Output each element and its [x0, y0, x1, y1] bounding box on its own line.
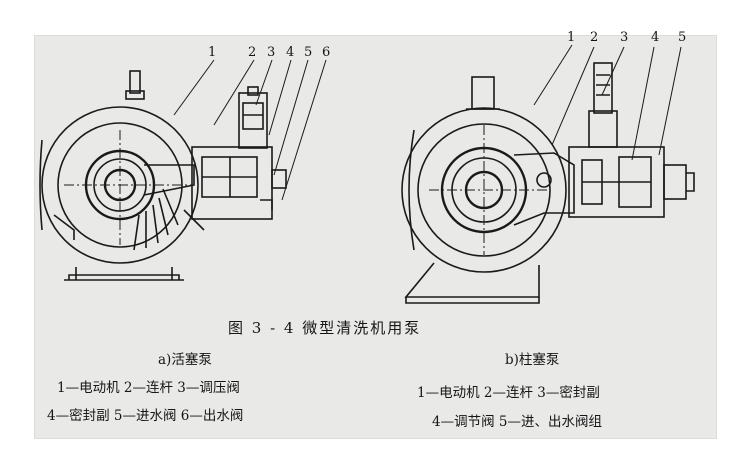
subtitle-plunger-pump: b)柱塞泵 [505, 352, 560, 368]
pump-drawings [39, 44, 695, 304]
callout-left-4: 4 [286, 45, 295, 60]
callout-right-2: 2 [590, 30, 599, 45]
plunger-pump-drawing [401, 44, 695, 304]
legend-right-line2: 4—调节阀 5—进、出水阀组 [432, 414, 602, 430]
callout-left-2: 2 [248, 45, 257, 60]
subtitle-piston-pump: a)活塞泵 [158, 352, 212, 368]
callout-left-5: 5 [304, 45, 313, 60]
callout-right-1: 1 [567, 30, 576, 45]
callout-right-5: 5 [678, 30, 687, 45]
piston-pump-drawing [39, 59, 327, 281]
legend-left-line2: 4—密封副 5—进水阀 6—出水阀 [47, 408, 244, 424]
callout-right-3: 3 [620, 30, 629, 45]
legend-left-line1: 1—电动机 2—连杆 3—调压阀 [57, 380, 240, 396]
callout-left-3: 3 [267, 45, 276, 60]
book-page [34, 35, 717, 439]
callout-left-6: 6 [322, 45, 331, 60]
figure-caption: 图 3 - 4 微型清洗机用泵 [228, 319, 422, 337]
callout-right-4: 4 [651, 30, 660, 45]
legend-right-line1: 1—电动机 2—连杆 3—密封副 [417, 385, 600, 401]
callout-left-1: 1 [208, 45, 217, 60]
